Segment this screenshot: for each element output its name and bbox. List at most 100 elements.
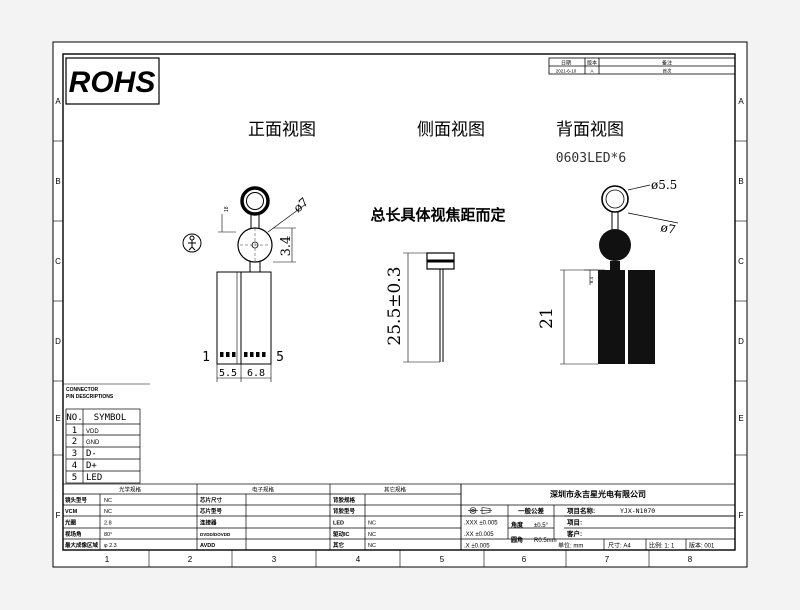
customer-label: 客户: [566,529,582,538]
spec-label-optical: 光圈 [64,519,77,527]
spec-label-other: 其它 [333,541,345,549]
pin-1-label: 1 [202,350,210,365]
front-small-label: 18 [224,206,230,212]
connector-subtitle: PIN DESCRIPTIONS [66,394,114,400]
row-marker-right: C [738,257,744,266]
pin-5-label: 5 [276,350,284,365]
project-name-value: YJX-N1070 [620,507,655,515]
electrical-spec-header: 电子规格 [252,486,275,494]
angle-label: 角度 [511,521,524,529]
general-tolerance-label: 一般公差 [518,506,545,515]
row-marker-left: F [56,511,61,520]
rohs-logo-box [65,57,160,105]
row-marker-left: D [55,337,61,346]
back-inner-diameter-label: ø5.5 [651,178,677,192]
connector-header-symbol: SYMBOL [94,413,127,423]
title-block-grid [460,483,736,551]
spec-value-optical: NC [104,498,112,504]
back-body-right [628,270,655,364]
row-marker-left: E [55,414,60,423]
other-spec-header: 其它规格 [384,486,407,494]
column-marker-bottom: 1 [105,555,110,564]
length-note: 总长具体视焦距而定 [370,206,505,224]
row-marker-left: B [55,177,60,186]
fillet-label: 圆角 [511,536,523,544]
back-outer-diameter-label: ø7 [659,220,676,237]
row-marker-right: B [738,177,743,186]
back-head-disc [599,229,631,261]
back-view [560,184,679,365]
item-label: 项目: [567,518,582,527]
fillet-value: R0.5mm [534,538,557,544]
spec-value-other: NC [368,532,376,538]
spec-label-other: LED [333,521,344,527]
connector-pin-number: 3 [72,449,77,459]
company-name: 深圳市永吉星光电有限公司 [550,489,646,499]
connector-pin-symbol: VDD [86,429,99,435]
revision-table [548,57,736,75]
connector-table-grid [65,408,141,484]
connector-pin-number: 5 [72,473,77,483]
back-small-label: 8.4 [589,276,594,283]
connector-pin-symbol: LED [86,473,102,483]
spec-label-electrical: 芯片尺寸 [200,496,223,504]
scale-label: 比例: 1: 1 [649,542,675,550]
angle-value: ±0.5° [534,523,549,529]
revision-header-version: 版本 [587,60,597,67]
esd-symbol [182,233,202,253]
tolerance-xx: .XX ±0.005 [464,532,494,538]
back-view-title: 背面视图 [556,120,624,139]
column-marker-bottom: 2 [188,555,193,564]
unit-label: 单位: mm [558,542,583,550]
spec-label-electrical: 连接器 [200,519,217,527]
row-marker-right: D [738,337,744,346]
led-note: 0603LED*6 [556,151,626,166]
column-marker-bottom: 4 [356,555,361,564]
version-label: 版本: 001 [689,542,715,550]
revision-date: 2021-6-10 [556,69,577,74]
front-view [216,186,307,382]
spec-label-other: 背胶型号 [333,507,356,515]
spec-value-other: NC [368,521,376,527]
tolerance-x: .X ±0.005 [464,544,490,550]
connector-title: CONNECTOR [66,387,99,393]
spec-value-other: NC [368,543,376,549]
column-marker-bottom: 7 [605,555,610,564]
side-view [403,252,455,363]
spec-value-optical: 80° [104,532,112,538]
row-marker-left: A [55,97,61,106]
back-length-label: 21 [537,307,557,329]
spec-label-electrical: DVDD/DOVDD [200,532,231,537]
project-name-label: 项目名称: [567,506,595,515]
projection-symbol-icon [468,507,492,514]
pad-right-dim: 6.8 [247,368,265,379]
back-body-left [598,270,625,364]
row-marker-left: C [55,257,61,266]
spec-label-optical: 最大成像区域 [65,541,99,549]
side-length-label: 25.5±0.3 [385,266,405,345]
pad-left-dim: 5.5 [219,368,237,379]
back-neck [610,261,620,270]
revision-remark: 首次 [663,68,672,75]
column-marker-bottom: 3 [272,555,277,564]
column-marker-bottom: 6 [522,555,527,564]
connector-pin-symbol: D+ [86,461,97,471]
spec-label-optical: 镜头型号 [65,496,88,504]
spec-label-electrical: AVDD [200,543,215,549]
spec-value-optical: φ 2.3 [104,543,117,549]
revision-version: A [590,69,593,74]
connector-pin-symbol: D- [86,449,97,459]
optical-spec-header: 光学规格 [119,486,142,494]
column-marker-bottom: 5 [440,555,445,564]
side-view-title: 侧面视图 [417,120,485,139]
connector-pin-number: 2 [72,437,77,447]
spec-label-other: 背胶规格 [333,496,356,504]
front-pads [220,352,266,357]
connector-pin-number: 1 [72,426,77,436]
front-height-label: 3.4 [279,236,294,257]
size-label: 尺寸: A4 [608,542,631,550]
spec-label-electrical: 芯片型号 [200,507,223,515]
